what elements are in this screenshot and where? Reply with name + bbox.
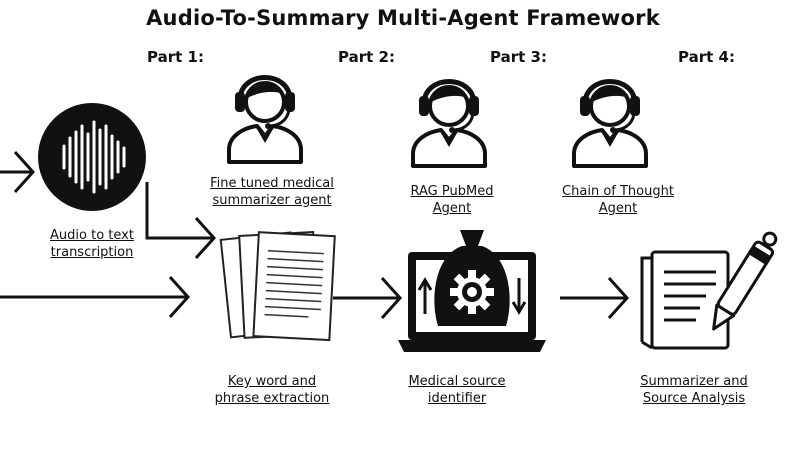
sound-wave-icon: [38, 103, 146, 211]
headset-agent-icon: [413, 82, 485, 167]
part-2-label: Part 2:: [338, 48, 395, 66]
input-arrow-top: [0, 150, 35, 194]
part-4-label: Part 4:: [678, 48, 735, 66]
headset-agent-icon: [574, 82, 646, 167]
document-pen-icon: [640, 231, 778, 350]
docs-to-laptop-arrow: [333, 276, 402, 320]
diagram-title: Audio-To-Summary Multi-Agent Framework: [146, 6, 660, 30]
laptop-to-summary-arrow: [560, 276, 629, 320]
input-arrow-bottom: [0, 275, 190, 319]
part-3-label: Part 3:: [490, 48, 547, 66]
headset-agent-icon: [229, 78, 301, 163]
laptop-gear-icon: [398, 230, 546, 352]
documents-icon: [219, 231, 336, 342]
part-1-label: Part 1:: [147, 48, 204, 66]
audio-to-docs-arrow: [145, 182, 216, 260]
